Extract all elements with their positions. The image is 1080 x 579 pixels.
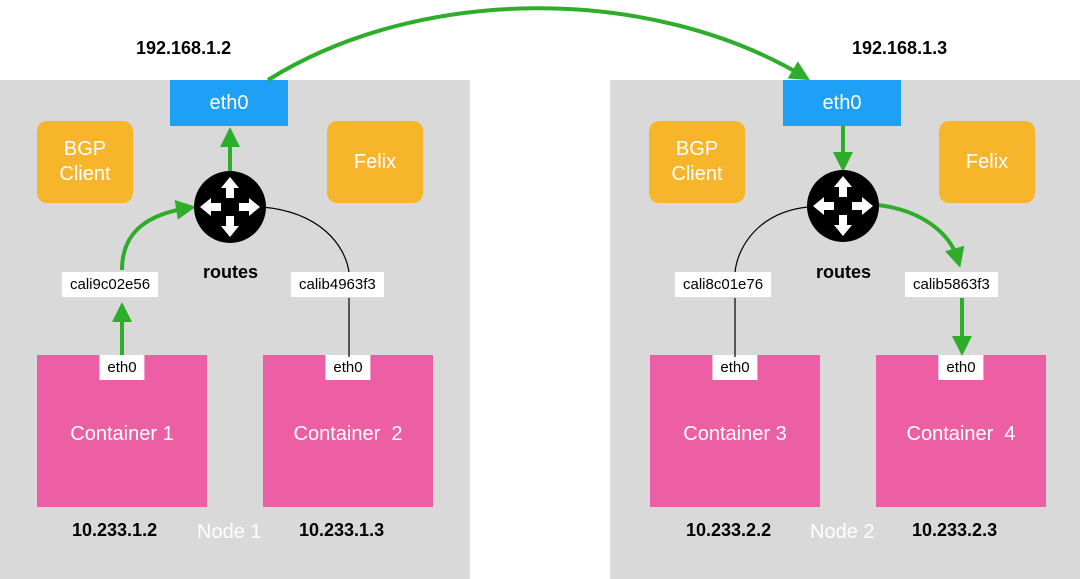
- node-2-felix: Felix: [939, 121, 1035, 203]
- node-2-link-cali: [734, 206, 809, 273]
- container-3-label: Container 3: [683, 423, 787, 445]
- container-4-eth0: eth0: [938, 355, 984, 380]
- node-1-name: Node 1: [197, 521, 262, 543]
- node-2-name: Node 2: [810, 521, 875, 543]
- container-2-eth0: eth0: [325, 355, 371, 380]
- container-2: eth0 Container 2: [263, 355, 433, 507]
- container-4: eth0 Container 4: [876, 355, 1046, 507]
- node-2-cali8c01e76: cali8c01e76: [675, 272, 772, 297]
- node-1-eth0: eth0: [170, 80, 288, 126]
- container-2-ip: 10.233.1.3: [299, 520, 385, 540]
- node-1-felix: Felix: [327, 121, 423, 203]
- arrow-cali-to-router-1: [120, 199, 196, 271]
- node-2-bgp-client: BGP Client: [649, 121, 745, 203]
- container-1: eth0 Container 1: [37, 355, 207, 507]
- node-1-calib4963f3: calib4963f3: [291, 272, 384, 297]
- node-1-link-calib: [261, 206, 350, 273]
- node-1-cali9c02e56: cali9c02e56: [62, 272, 159, 297]
- arrow-node-1-to-node-2: [266, 6, 810, 82]
- node-2-calib5863f3: calib5863f3: [905, 272, 998, 297]
- container-1-label: Container 1: [70, 423, 174, 445]
- arrow-router-2-to-calib: [877, 203, 965, 268]
- container-2-label: Container 2: [293, 423, 403, 445]
- node-2-eth0: eth0: [783, 80, 901, 126]
- container-4-label: Container 4: [906, 423, 1016, 445]
- container-4-ip: 10.233.2.3: [912, 520, 998, 540]
- node-2-router-icon: [807, 170, 879, 242]
- container-1-eth0: eth0: [99, 355, 145, 380]
- container-3: eth0 Container 3: [650, 355, 820, 507]
- container-1-ip: 10.233.1.2: [72, 520, 158, 540]
- node-2-routes-label: routes: [816, 262, 872, 282]
- node-1-router-icon: [194, 171, 266, 243]
- container-3-eth0: eth0: [712, 355, 758, 380]
- node-1-bgp-client: BGP Client: [37, 121, 133, 203]
- node-1-host-ip: 192.168.1.2: [136, 38, 232, 58]
- container-3-ip: 10.233.2.2: [686, 520, 772, 540]
- node-2-host-ip: 192.168.1.3: [852, 38, 948, 58]
- node-1-routes-label: routes: [203, 262, 259, 282]
